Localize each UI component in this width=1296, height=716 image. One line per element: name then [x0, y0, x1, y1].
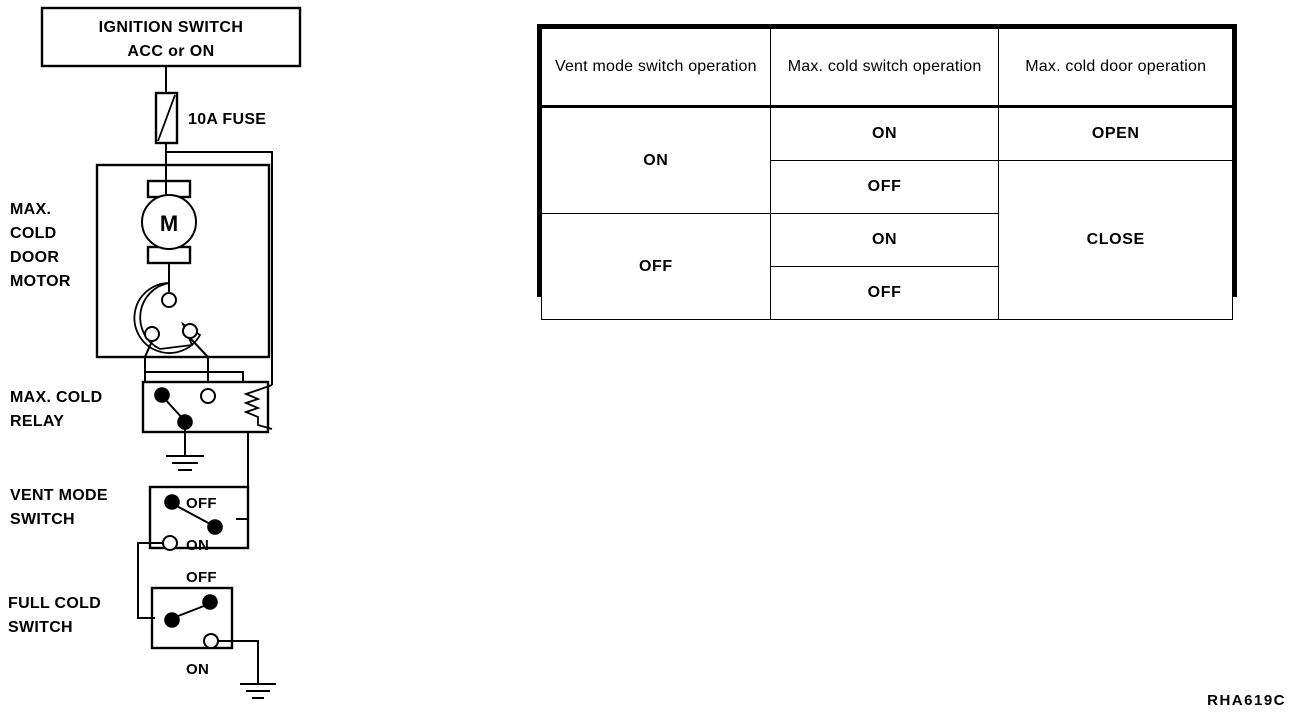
cell-vent-on: ON [541, 106, 771, 214]
wire-full-cold-to-ground [218, 640, 259, 684]
motor-label-line4: MOTOR [10, 273, 71, 290]
motor-label-line2: COLD [10, 225, 57, 242]
full-cold-label-line2: SWITCH [8, 619, 73, 636]
full-cold-terminal-off [202, 594, 218, 610]
vent-switch-arm-end [207, 519, 223, 535]
ignition-switch-line2: ACC or ON [127, 43, 214, 60]
cell-maxcold-row2: OFF [769, 160, 1000, 214]
relay-contact-no [200, 388, 216, 404]
relay-coil [243, 384, 273, 430]
header-vent-mode: Vent mode switch operation [541, 28, 771, 108]
cell-door-close: CLOSE [998, 160, 1233, 320]
max-cold-relay-box [141, 380, 270, 434]
cell-maxcold-row1: ON [769, 106, 1000, 161]
disc-terminal-top [161, 292, 177, 308]
full-cold-off-label: OFF [186, 569, 217, 586]
relay-label-line1: MAX. COLD [10, 389, 102, 406]
vent-switch-label-line1: VENT MODE [10, 487, 108, 504]
header-max-cold-switch: Max. cold switch operation [769, 28, 1000, 108]
cell-door-open: OPEN [998, 106, 1233, 161]
cell-maxcold-row3: ON [769, 213, 1000, 267]
vent-switch-arm [172, 503, 215, 527]
table-row: ON ON OPEN [541, 106, 1233, 214]
vent-switch-off-label: OFF [186, 495, 217, 512]
ignition-switch-line1: IGNITION SWITCH [99, 19, 244, 36]
ignition-switch-box [40, 6, 302, 68]
vent-switch-terminal-on [162, 535, 178, 551]
vent-switch-on-label: ON [186, 537, 209, 554]
vent-switch-label-line2: SWITCH [10, 511, 75, 528]
max-cold-door-motor-box [95, 163, 271, 359]
motor-label-line1: MAX. [10, 201, 51, 218]
rotary-contact-disc [133, 282, 202, 354]
motor-symbol-circle [141, 194, 197, 250]
full-cold-terminal-on [203, 633, 219, 649]
vent-mode-switch-box [148, 485, 250, 550]
wire-fuse-branch-to-relay-coil [166, 151, 273, 385]
cell-vent-off: OFF [541, 213, 771, 320]
relay-switch-arm [162, 396, 185, 421]
table-row: OFF CLOSE [542, 160, 1233, 320]
fuse-element-line [157, 94, 176, 142]
figure-code: RHA619C [1207, 692, 1286, 709]
disc-terminal-right [182, 323, 198, 339]
wire-motor-bottom-link [145, 371, 244, 382]
header-max-cold-door: Max. cold door operation [998, 28, 1233, 108]
wire-coil-to-vent-switch [236, 432, 249, 520]
table-row: OFF [542, 266, 1233, 320]
disc-terminal-left [144, 326, 160, 342]
motor-symbol-letter: M [160, 211, 178, 236]
relay-label-line2: RELAY [10, 413, 64, 430]
wire-vent-to-full-cold [137, 542, 163, 619]
full-cold-label-line1: FULL COLD [8, 595, 101, 612]
cell-maxcold-row4: OFF [769, 266, 1000, 320]
table-row: OFF ON [541, 213, 1233, 320]
fuse-label: 10A FUSE [188, 111, 266, 128]
operation-truth-table: Vent mode switch operation Max. cold swi… [537, 24, 1237, 320]
full-cold-switch-box [150, 586, 234, 650]
full-cold-pivot [164, 612, 180, 628]
motor-label-line3: DOOR [10, 249, 59, 266]
full-cold-on-label: ON [186, 661, 209, 678]
full-cold-switch-arm [172, 603, 210, 619]
table-header-row: Vent mode switch operation Max. cold swi… [541, 28, 1233, 108]
